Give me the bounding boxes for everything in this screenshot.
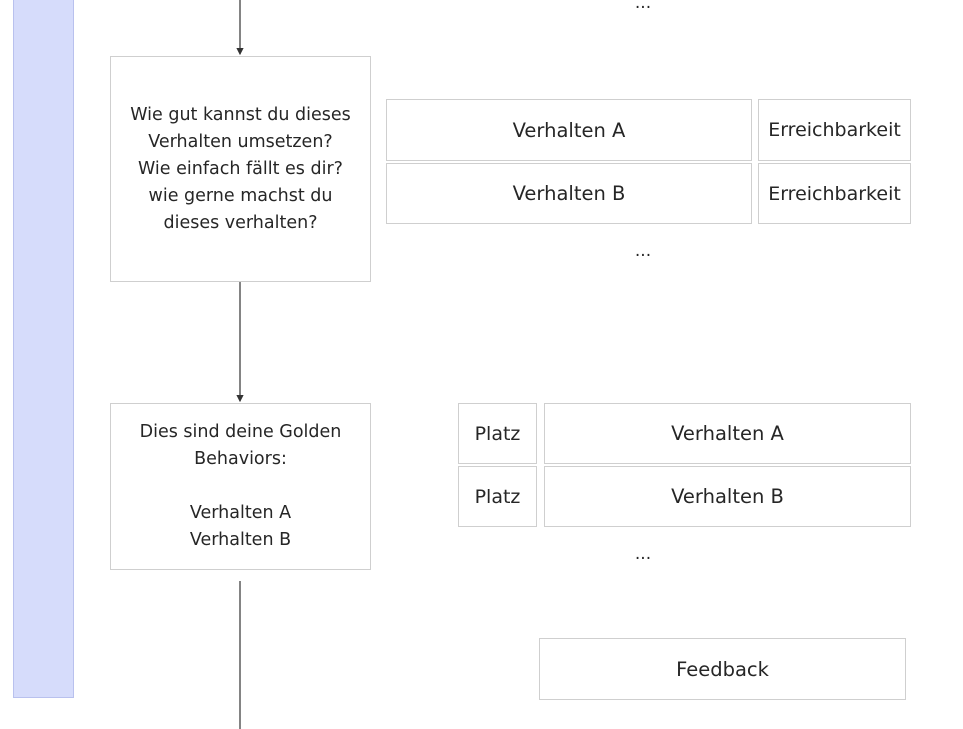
ranking-row-2-behavior: Verhalten B [544,466,911,527]
ability-question-step: Wie gut kannst du dieses Verhalten umset… [110,56,371,282]
ability-row-2-behavior: Verhalten B [386,163,752,224]
swimlane-band [13,0,74,698]
ability-row-1-behavior: Verhalten A [386,99,752,161]
feedback-box: Feedback [539,638,906,700]
golden-behaviors-step: Dies sind deine Golden Behaviors: Verhal… [110,403,371,570]
top-ellipsis: ... [634,0,652,13]
ranking-table-ellipsis: ... [634,544,652,564]
ability-table-ellipsis: ... [634,241,652,261]
ranking-row-2-rank: Platz [458,466,537,527]
ranking-row-1-rank: Platz [458,403,537,464]
ability-row-2-rating: Erreichbarkeit [758,163,911,224]
ranking-row-1-behavior: Verhalten A [544,403,911,464]
ability-row-1-rating: Erreichbarkeit [758,99,911,161]
